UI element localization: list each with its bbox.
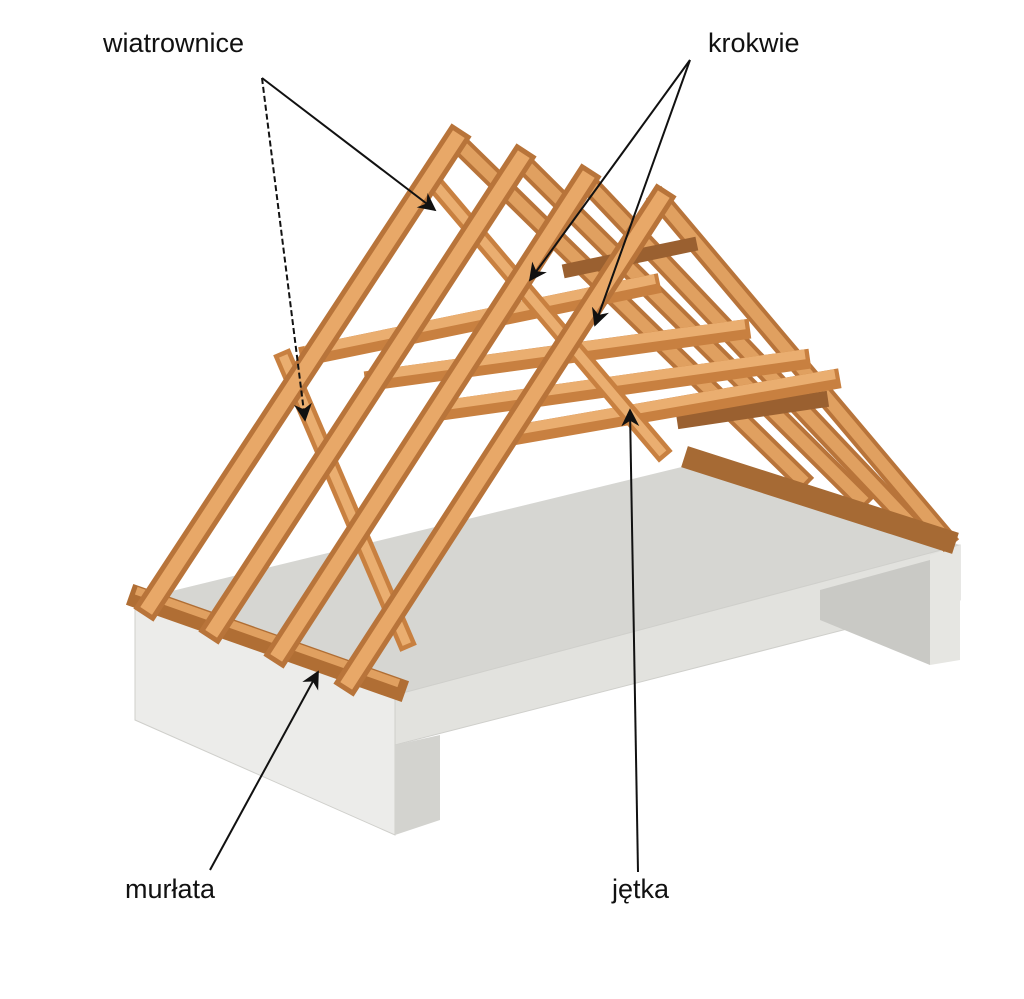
arrow-collar-beam: [621, 408, 640, 873]
arrow-wall-plate: [209, 670, 319, 871]
arrow-wind-brace-1: [261, 77, 437, 212]
timber-frame: [125, 123, 960, 703]
label-collar-beam: jętka: [612, 874, 670, 904]
label-rafters: krokwie: [708, 28, 800, 58]
concrete-slab: [134, 465, 961, 836]
label-wind-braces: wiatrownice: [103, 28, 245, 58]
arrow-rafter-1: [528, 59, 691, 282]
label-wall-plate: murłata: [125, 874, 216, 904]
label-arrows: [209, 59, 691, 873]
arrow-rafter-2: [591, 59, 691, 327]
arrow-wind-brace-2: [261, 77, 312, 422]
